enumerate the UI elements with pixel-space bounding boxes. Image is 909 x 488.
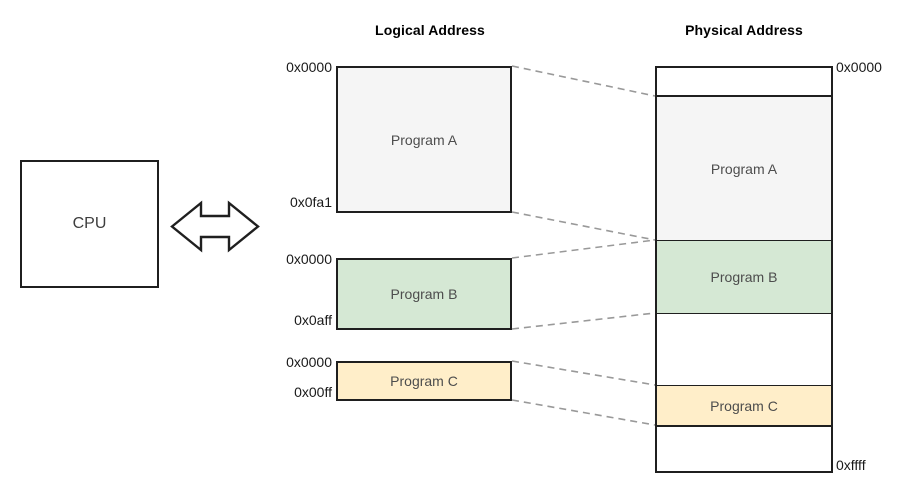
physical-free-segment-middle[interactable] <box>655 313 833 386</box>
physical-program-c-segment[interactable]: Program C <box>655 385 833 426</box>
logical-address-header: Logical Address <box>375 22 485 38</box>
physical-bottom-address: 0xffff <box>836 457 866 473</box>
physical-free-segment-top[interactable] <box>655 66 833 97</box>
physical-address-header: Physical Address <box>685 22 803 38</box>
logical-program-a-box[interactable]: Program A <box>336 66 512 213</box>
physical-program-a-segment[interactable]: Program A <box>655 96 833 241</box>
cpu-label: CPU <box>72 215 107 232</box>
logical-program-c-box[interactable]: Program C <box>336 361 512 401</box>
physical-free-segment-bottom[interactable] <box>655 425 833 473</box>
bidirectional-arrow-icon <box>170 200 260 253</box>
physical-program-c-label: Program C <box>710 397 778 414</box>
physical-program-b-segment[interactable]: Program B <box>655 240 833 314</box>
logical-program-b-label: Program B <box>390 286 458 302</box>
logical-program-a-end-address: 0x0fa1 <box>289 194 332 210</box>
physical-program-b-label: Program B <box>710 269 778 285</box>
logical-program-a-label: Program A <box>390 131 458 148</box>
cpu-box[interactable]: CPU <box>20 160 159 288</box>
physical-program-a-label: Program A <box>710 160 778 177</box>
logical-program-c-start-address: 0x0000 <box>286 354 332 370</box>
logical-program-c-end-address: 0x00ff <box>294 384 332 400</box>
logical-program-c-label: Program C <box>390 373 458 389</box>
logical-program-b-start-address: 0x0000 <box>286 251 332 267</box>
physical-top-address: 0x0000 <box>836 59 882 75</box>
logical-program-a-start-address: 0x0000 <box>286 59 332 75</box>
logical-program-b-end-address: 0x0aff <box>294 312 332 328</box>
logical-program-b-box[interactable]: Program B <box>336 258 512 330</box>
